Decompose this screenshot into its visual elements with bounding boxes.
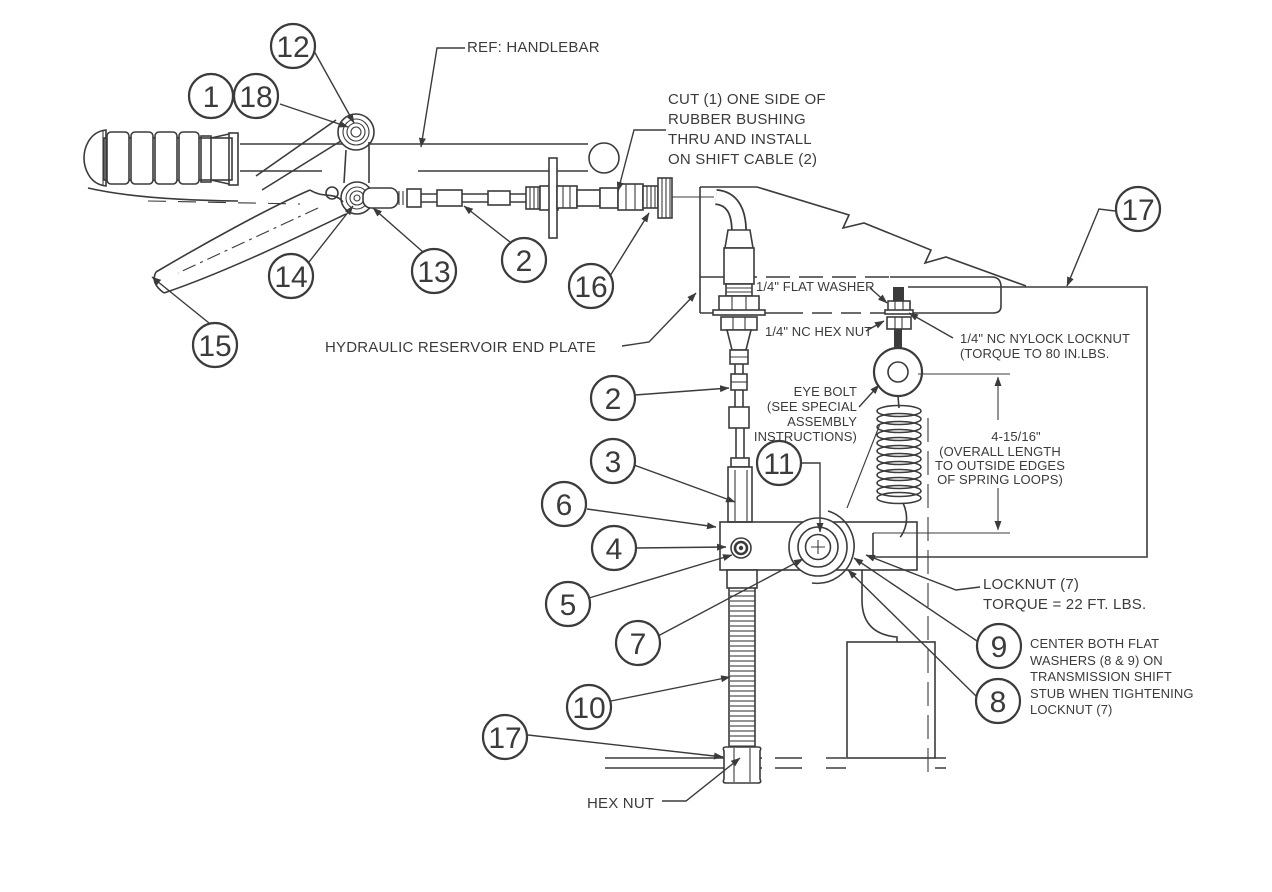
svg-text:17: 17 [1121,194,1154,227]
threaded-rod-10 [722,569,762,784]
return-spring [876,395,922,538]
svg-text:4: 4 [606,533,623,566]
nc-hex-nut-label: 1/4" NC HEX NUT [765,324,872,339]
spring-lower-hook [899,502,908,538]
svg-text:7: 7 [630,628,647,661]
cut-note-line1: CUT (1) ONE SIDE OF [668,91,826,108]
mount-tab [548,157,558,239]
locknut-label-line1: LOCKNUT (7) [983,576,1079,593]
lower-bracket [846,570,936,759]
locknut-washer-arc [811,510,855,585]
balloon-5: 5 [544,580,592,628]
dimension-note-line3: OF SPRING LOOPS) [937,472,1063,487]
handlebar-end-circle [588,142,620,174]
svg-text:14: 14 [274,261,307,294]
center-note-line5: LOCKNUT (7) [1030,702,1112,717]
balloon-7: 7 [614,619,662,667]
handlebar [240,142,620,174]
center-note-line1: CENTER BOTH FLAT [1030,636,1159,651]
clevis-pin [730,537,752,559]
locknut-label-line2: TORQUE = 22 FT. LBS. [983,596,1146,613]
shift-arm-block [719,423,918,585]
balloon-14: 14 [267,252,315,300]
balloon-17-lower: 17 [481,713,529,761]
clevis-body [727,466,753,523]
end-plate-label: HYDRAULIC RESERVOIR END PLATE [325,339,596,356]
bottom-hex-nut [722,746,762,784]
shift-cable-horizontal [362,157,714,239]
svg-text:11: 11 [763,448,794,481]
flat-washer-label: 1/4" FLAT WASHER [756,279,875,294]
hex-nut-label: HEX NUT [587,795,654,812]
shift-cable-vertical [712,189,766,523]
svg-text:6: 6 [556,489,573,522]
lever-hole [325,186,339,200]
balloon-17-upper: 17 [1114,185,1162,233]
eye-bolt-label-line2: (SEE SPECIAL [767,399,857,414]
center-note-line4: STUB WHEN TIGHTENING [1030,686,1194,701]
cable-flat-washer [712,309,766,316]
balloon-15: 15 [191,321,239,369]
balloon-2-lower: 2 [589,374,637,422]
balloon-13: 13 [410,247,458,295]
cut-note-line4: ON SHIFT CABLE (2) [668,151,817,168]
svg-text:17: 17 [488,722,521,755]
svg-text:13: 13 [417,256,450,289]
nylock-label-line1: 1/4" NC NYLOCK LOCKNUT [960,331,1130,346]
balloon-12: 12 [269,22,317,70]
break-line-zigzag [756,186,1027,287]
balloon-11: 11 [755,439,803,487]
dimension-value: 4-15/16" [991,429,1041,444]
handlebar-grip [83,129,301,205]
dimension-note-line1: (OVERALL LENGTH [939,444,1061,459]
svg-text:1: 1 [203,81,220,114]
svg-text:2: 2 [516,245,533,278]
balloon-18: 18 [232,72,280,120]
balloon-6: 6 [540,480,588,528]
balloon-1: 1 [187,72,235,120]
svg-text:8: 8 [990,686,1007,719]
dimension-spring-length [873,373,1010,534]
cut-note-line2: RUBBER BUSHING [668,111,806,128]
eye-bolt-hex-nut [886,316,912,330]
eye-bolt-loop [872,346,924,398]
locknut-7 [804,533,832,561]
balloon-16: 16 [567,262,615,310]
balloon-10: 10 [565,683,613,731]
eye-bolt-label-line3: ASSEMBLY [787,414,857,429]
svg-text:5: 5 [560,589,577,622]
svg-text:16: 16 [574,271,607,304]
cable-rod-end [362,187,399,209]
balloon-2-cable: 2 [500,236,548,284]
svg-text:9: 9 [991,631,1008,664]
eye-bolt [872,287,924,398]
center-note-line2: WASHERS (8 & 9) ON [1030,653,1163,668]
svg-text:18: 18 [239,81,272,114]
cut-note-line3: THRU AND INSTALL [668,131,812,148]
balloon-3: 3 [589,437,637,485]
lever-blade-centerline [177,207,319,274]
balloon-8: 8 [974,677,1022,725]
eye-bolt-label-line1: EYE BOLT [794,384,857,399]
cable-hex-nut [720,316,758,331]
eye-bolt-label-line4: INSTRUCTIONS) [754,429,857,444]
eye-bolt-flat-washer [884,309,914,315]
balloon-9: 9 [975,622,1023,670]
balloon-4: 4 [590,524,638,572]
svg-text:3: 3 [605,446,622,479]
nylock-label-line2: (TORQUE TO 80 IN.LBS. [960,346,1109,361]
svg-text:15: 15 [198,330,231,363]
svg-text:10: 10 [572,692,605,725]
dimension-note-line2: TO OUTSIDE EDGES [935,458,1065,473]
ref-handlebar-label: REF: HANDLEBAR [467,39,600,56]
cable-adjuster-nut [617,183,644,211]
svg-text:2: 2 [605,383,622,416]
center-note-line3: TRANSMISSION SHIFT [1030,669,1172,684]
text-annotations: REF: HANDLEBAR CUT (1) ONE SIDE OF RUBBE… [325,39,1194,812]
leader-lines [151,47,1116,802]
svg-text:12: 12 [276,31,309,64]
frame-bracket-17 [872,286,1148,558]
clevis-step [730,457,750,468]
